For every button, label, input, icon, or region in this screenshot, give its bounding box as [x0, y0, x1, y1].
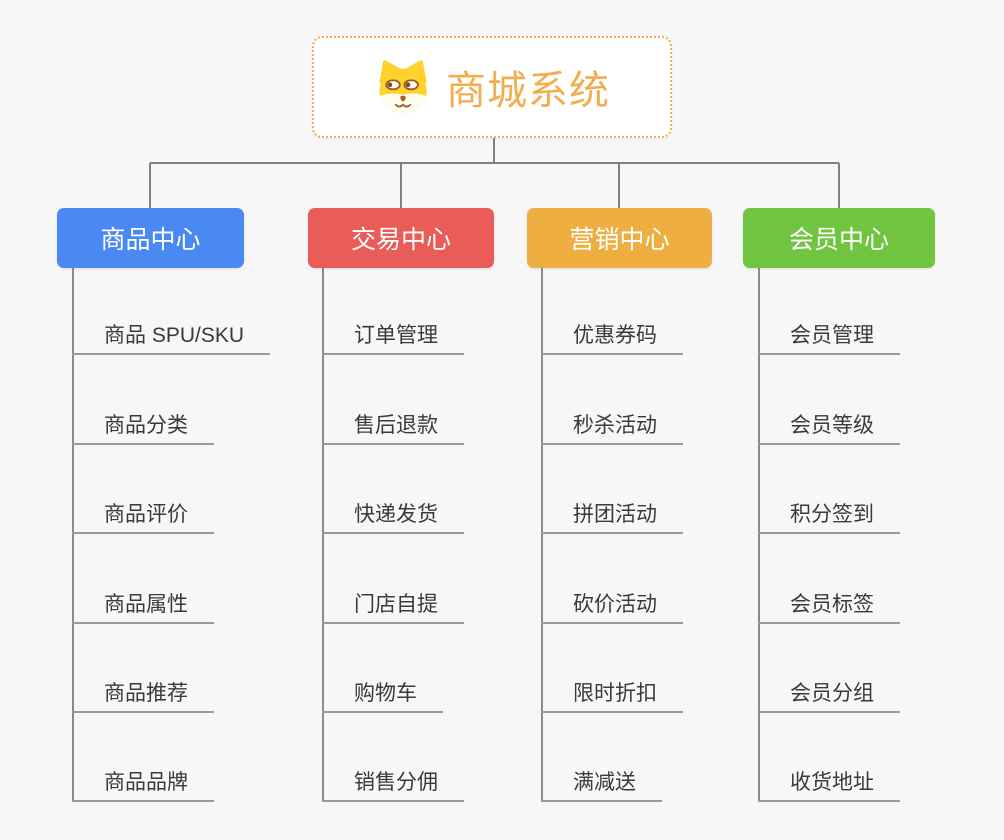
branch-label: 交易中心	[350, 226, 451, 254]
leaf-node[interactable]: 商品 SPU/SKU	[72, 321, 271, 355]
leaf-node[interactable]: 订单管理	[322, 321, 464, 355]
leaf-node[interactable]: 满减送	[541, 768, 662, 802]
branch-label: 商品中心	[100, 226, 201, 254]
leaf-node[interactable]: 会员管理	[758, 321, 900, 355]
root-title: 商城系统	[446, 69, 610, 113]
leaf-node[interactable]: 销售分佣	[322, 768, 464, 802]
leaf-node[interactable]: 快递发货	[322, 500, 464, 534]
leaf-node[interactable]: 限时折扣	[541, 679, 683, 713]
leaf-node[interactable]: 会员标签	[758, 590, 900, 624]
branch-label: 会员中心	[788, 226, 889, 254]
leaf-node[interactable]: 优惠券码	[541, 321, 683, 355]
leaf-node[interactable]: 积分签到	[758, 500, 900, 534]
leaf-node[interactable]: 会员分组	[758, 679, 900, 713]
branch-node-trade-center[interactable]: 交易中心	[308, 208, 494, 268]
branch-node-product-center[interactable]: 商品中心	[57, 208, 244, 268]
leaf-node[interactable]: 商品推荐	[72, 679, 214, 713]
leaf-node[interactable]: 会员等级	[758, 411, 900, 445]
root-node[interactable]: 商城系统	[312, 36, 672, 138]
leaf-node[interactable]: 砍价活动	[541, 590, 683, 624]
leaf-node[interactable]: 拼团活动	[541, 500, 683, 534]
leaf-node[interactable]: 售后退款	[322, 411, 464, 445]
branch-node-marketing-center[interactable]: 营销中心	[527, 208, 712, 268]
dog-icon	[379, 59, 427, 114]
leaf-node[interactable]: 商品分类	[72, 411, 214, 445]
leaf-node[interactable]: 商品品牌	[72, 768, 214, 802]
leaf-node[interactable]: 商品评价	[72, 500, 214, 534]
leaf-node[interactable]: 秒杀活动	[541, 411, 683, 445]
leaf-node[interactable]: 收货地址	[758, 768, 900, 802]
leaf-node[interactable]: 商品属性	[72, 590, 214, 624]
leaf-node[interactable]: 购物车	[322, 679, 443, 713]
branch-node-member-center[interactable]: 会员中心	[743, 208, 935, 268]
leaf-node[interactable]: 门店自提	[322, 590, 464, 624]
branch-label: 营销中心	[569, 226, 670, 254]
